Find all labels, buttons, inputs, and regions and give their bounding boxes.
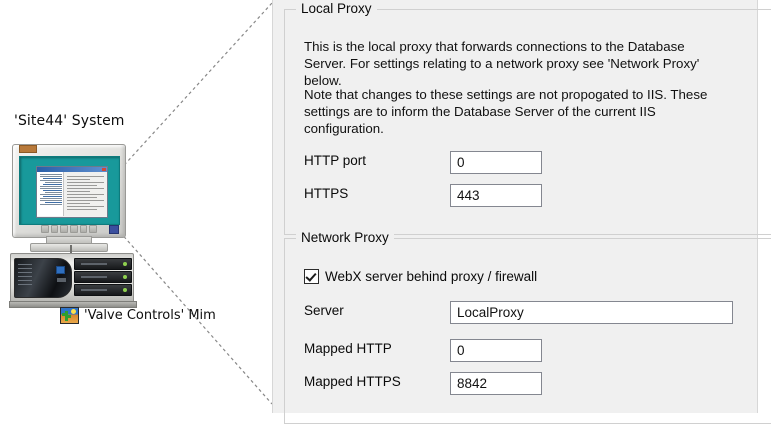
crt-monitor-icon[interactable] [12,140,126,252]
mapped-http-label: Mapped HTTP [304,341,392,356]
mapped-http-input[interactable]: 0 [450,339,542,362]
https-label-row: HTTPS [304,186,348,201]
local-proxy-groupbox: Local Proxy This is the local proxy that… [284,1,771,235]
server-label-row: Server [304,303,344,318]
monitor-screen [19,156,120,225]
http-port-label-row: HTTP port [304,153,366,168]
monitor-power-led [109,225,119,234]
picture-mimic-icon [60,307,79,324]
behind-proxy-label: WebX server behind proxy / firewall [325,269,538,284]
network-proxy-title: Network Proxy [296,230,394,245]
local-proxy-title: Local Proxy [296,1,377,16]
mini-window [36,166,108,218]
tower-body [10,253,134,303]
mimic-label: 'Valve Controls' Mim [84,308,216,323]
mimic-entry[interactable]: 'Valve Controls' Mim [60,307,216,324]
local-proxy-description-2: Note that changes to these settings are … [304,87,708,136]
tower-reset-button [57,278,66,282]
monitor-base [30,243,108,252]
server-input[interactable]: LocalProxy [450,301,733,324]
mapped-https-label: Mapped HTTPS [304,374,401,389]
drive-bay [74,258,132,270]
network-proxy-groupbox: Network Proxy WebX server behind proxy /… [284,230,771,424]
mapped-https-label-row: Mapped HTTPS [304,374,401,389]
monitor-case [12,144,126,238]
tower-power-button [56,266,65,274]
system-diagram: 'Site44' System [0,0,273,413]
monitor-badge [19,145,37,153]
settings-panel: Local Proxy This is the local proxy that… [272,0,771,424]
http-port-label: HTTP port [304,153,367,168]
behind-proxy-checkbox[interactable] [304,269,319,284]
https-label: HTTPS [304,186,349,201]
tower-connector-stem [70,245,72,253]
mini-content-pane [64,172,107,216]
https-input[interactable]: 443 [450,184,542,207]
mini-window-titlebar [37,167,107,172]
mini-window-body [37,172,107,216]
pc-tower-icon[interactable] [9,245,137,308]
drive-bay [74,284,132,296]
mapped-http-label-row: Mapped HTTP [304,341,392,356]
http-port-input[interactable]: 0 [450,151,542,174]
mimic-label-clip: 'Valve Controls' Mim [60,300,228,328]
tower-drive-bays [74,258,132,296]
mini-tree-pane [37,172,64,216]
system-label: 'Site44' System [14,113,125,129]
behind-proxy-checkbox-row[interactable]: WebX server behind proxy / firewall [304,269,537,284]
monitor-vents [41,225,98,233]
screenshot-root: 'Site44' System [0,0,771,413]
drive-bay [74,271,132,283]
tower-front-bezel [14,258,72,298]
server-label: Server [304,303,344,318]
local-proxy-description-1: This is the local proxy that forwards co… [304,39,700,88]
mapped-https-input[interactable]: 8842 [450,372,542,395]
